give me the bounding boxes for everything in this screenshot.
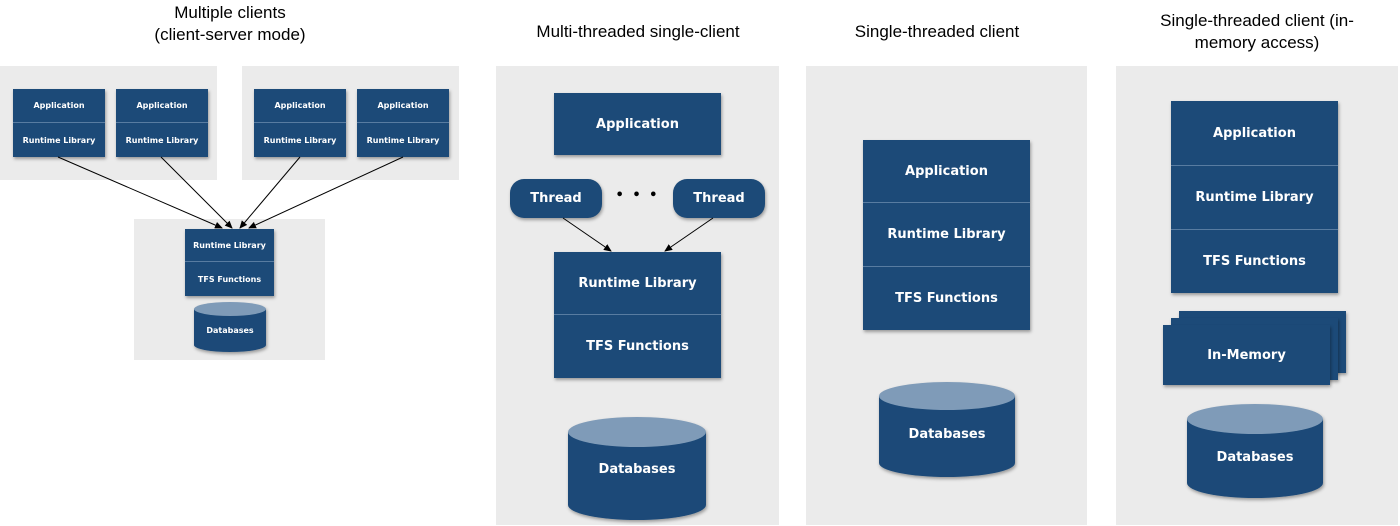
im-database-cylinder — [1187, 404, 1323, 498]
thread-left-box: Thread — [510, 179, 602, 218]
client4-runtime-library-box: Runtime Library — [357, 123, 449, 157]
mt-tfs-functions-box: TFS Functions — [554, 315, 721, 378]
arrow-client3-to-server — [239, 156, 301, 229]
im-runtime-library-box: Runtime Library — [1171, 166, 1338, 230]
st-tfs-functions-box: TFS Functions — [863, 267, 1030, 330]
client2-runtime-library-box: Runtime Library — [116, 123, 208, 157]
server-database-cylinder — [194, 302, 266, 352]
st-application-box: Application — [863, 140, 1030, 203]
server-database-label: Databases — [206, 326, 254, 335]
title-multi-threaded: Multi-threaded single-client — [536, 22, 740, 41]
mt-application-box: Application — [554, 93, 721, 155]
mt-runtime-library-box: Runtime Library — [554, 252, 721, 315]
thread-right-box: Thread — [673, 179, 765, 218]
mt-database-label: Databases — [598, 462, 676, 477]
title-single-threaded: Single-threaded client — [854, 22, 1020, 41]
arrow-thread-right — [664, 217, 714, 252]
im-database-label: Databases — [1216, 450, 1294, 465]
client1-application-box: Application — [13, 89, 105, 123]
ellipsis-dots: • • • — [615, 188, 660, 203]
client1-runtime-library-box: Runtime Library — [13, 123, 105, 157]
im-tfs-functions-box: TFS Functions — [1171, 230, 1338, 293]
title-multiple-clients: Multiple clients (client-server mode) — [154, 3, 306, 44]
mt-database-cylinder — [568, 417, 706, 520]
arrow-thread-left — [562, 217, 612, 252]
client3-runtime-library-box: Runtime Library — [254, 123, 346, 157]
arrow-client2-to-server — [160, 156, 233, 229]
im-application-box: Application — [1171, 101, 1338, 166]
st-database-label: Databases — [908, 427, 986, 442]
server-runtime-library-box: Runtime Library — [185, 229, 274, 262]
client2-application-box: Application — [116, 89, 208, 123]
st-database-cylinder — [879, 382, 1015, 477]
client4-application-box: Application — [357, 89, 449, 123]
arrow-client1-to-server — [57, 156, 223, 229]
st-runtime-library-box: Runtime Library — [863, 203, 1030, 267]
client3-application-box: Application — [254, 89, 346, 123]
arrow-client4-to-server — [248, 156, 404, 229]
server-tfs-functions-box: TFS Functions — [185, 262, 274, 296]
in-memory-box: In-Memory — [1163, 325, 1330, 385]
title-in-memory: Single-threaded client (in- memory acces… — [1160, 11, 1354, 52]
